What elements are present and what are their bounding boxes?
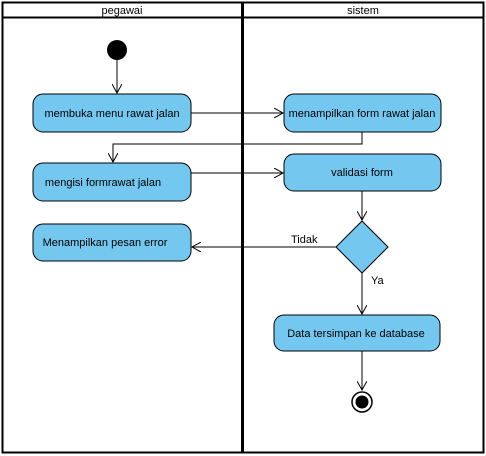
activity-error-message-label: Menampilkan pesan error <box>43 237 168 249</box>
end-node <box>351 391 373 413</box>
start-node <box>107 40 127 60</box>
activity-saved: Data tersimpan ke database <box>273 314 441 352</box>
activity-open-menu: membuka menu rawat jalan <box>32 93 192 133</box>
activity-saved-label: Data tersimpan ke database <box>287 328 425 340</box>
edge-label-ya: Ya <box>371 275 385 287</box>
activity-show-form-label: menampilkan form rawat jalan <box>289 108 436 120</box>
activity-show-form: menampilkan form rawat jalan <box>283 93 442 133</box>
activity-open-menu-label: membuka menu rawat jalan <box>44 108 179 120</box>
activity-error-message: Menampilkan pesan error <box>32 223 192 262</box>
edge-label-tidak: Tidak <box>291 234 318 246</box>
activity-validate: validasi form <box>283 153 442 192</box>
edge-show-form-to-fill-form <box>113 132 363 162</box>
lane-title-pegawai: pegawai <box>102 5 143 17</box>
activity-fill-form: mengisi formrawat jalan <box>32 162 192 202</box>
activity-fill-form-label: mengisi formrawat jalan <box>45 177 161 189</box>
lane-title-sistem: sistem <box>347 5 379 17</box>
activity-validate-label: validasi form <box>331 167 393 179</box>
